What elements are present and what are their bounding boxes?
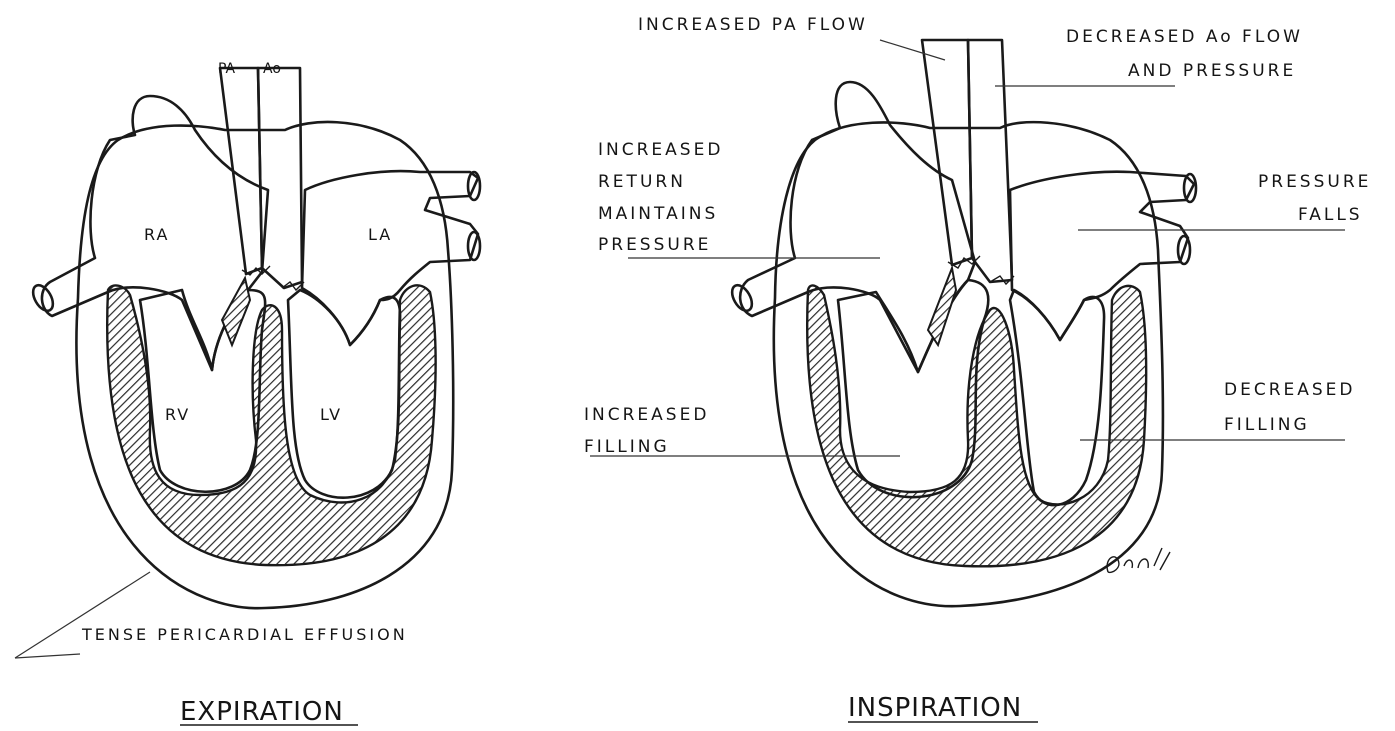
effusion-leader <box>15 572 150 658</box>
label-lv: LV <box>320 405 342 424</box>
label-ra: RA <box>144 225 169 244</box>
aorta <box>258 68 302 288</box>
pa-flow-leader <box>880 40 945 60</box>
label-pressure-2: FALLS <box>1298 205 1363 225</box>
lv-cavity <box>288 290 400 498</box>
label-dec-fill-2: FILLING <box>1224 415 1310 435</box>
label-effusion: TENSE PERICARDIAL EFFUSION <box>81 625 408 644</box>
aorta-insp <box>968 40 1012 282</box>
effusion-leader-tail <box>15 654 80 658</box>
label-return-1: INCREASED <box>598 140 723 160</box>
label-return-4: PRESSURE <box>598 235 711 255</box>
label-rv: RV <box>165 405 190 424</box>
label-ao: Ao <box>263 61 281 77</box>
septal-sliver-insp <box>928 268 956 345</box>
pulmonary-artery <box>220 68 262 274</box>
label-pa: PA <box>218 61 236 77</box>
septal-sliver <box>222 278 250 345</box>
myocardium-insp <box>807 285 1146 566</box>
pulmonary-artery-insp <box>922 40 972 265</box>
label-inc-fill-2: FILLING <box>584 437 670 457</box>
label-dec-fill-1: DECREASED <box>1224 380 1356 400</box>
title-expiration: EXPIRATION <box>180 697 344 727</box>
inspiration-heart <box>728 40 1196 606</box>
rv-cavity <box>140 290 265 492</box>
label-inc-fill-1: INCREASED <box>584 405 709 425</box>
left-atrium-insp <box>1010 172 1194 340</box>
expiration-heart <box>29 68 480 608</box>
title-inspiration: INSPIRATION <box>848 693 1022 723</box>
myocardium <box>107 285 435 565</box>
label-la: LA <box>368 225 392 244</box>
vena-cava-stub-insp <box>728 282 756 314</box>
label-return-3: MAINTAINS <box>598 204 718 224</box>
label-ao-flow-2: AND PRESSURE <box>1128 61 1296 81</box>
label-pa-flow: INCREASED PA FLOW <box>638 15 868 35</box>
label-return-2: RETURN <box>598 172 686 192</box>
label-pressure-1: PRESSURE <box>1258 172 1371 192</box>
label-ao-flow-1: DECREASED Ao FLOW <box>1066 27 1303 47</box>
